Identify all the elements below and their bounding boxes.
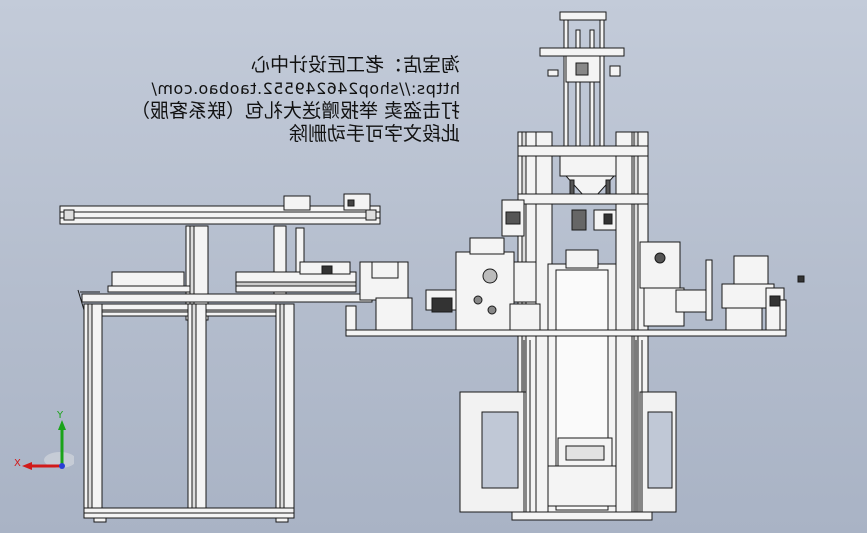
tower-lower-rails — [523, 340, 643, 512]
base-plates — [459, 391, 677, 513]
axis-triad[interactable]: X Y — [14, 410, 76, 480]
axis-label-y: Y — [57, 410, 64, 421]
left-frame — [77, 289, 295, 523]
watermark-line-4: 此段文字可手动删除 — [288, 123, 460, 145]
axis-label-x: X — [14, 458, 21, 469]
center-tower — [501, 11, 653, 521]
right-modules — [345, 237, 805, 337]
left-gantry — [59, 193, 381, 321]
watermark-line-3: 打击盗卖 举报赠送大礼包（联系客服） — [130, 100, 460, 122]
watermark-text-block: 淘宝店：老工匠设计中心 https://shop246249552.taobao… — [130, 54, 460, 146]
watermark-line-2: https://shop246249552.taobao.com/ — [151, 79, 460, 98]
axis-triad-icon — [22, 420, 76, 470]
watermark-line-1: 淘宝店：老工匠设计中心 — [250, 54, 460, 76]
